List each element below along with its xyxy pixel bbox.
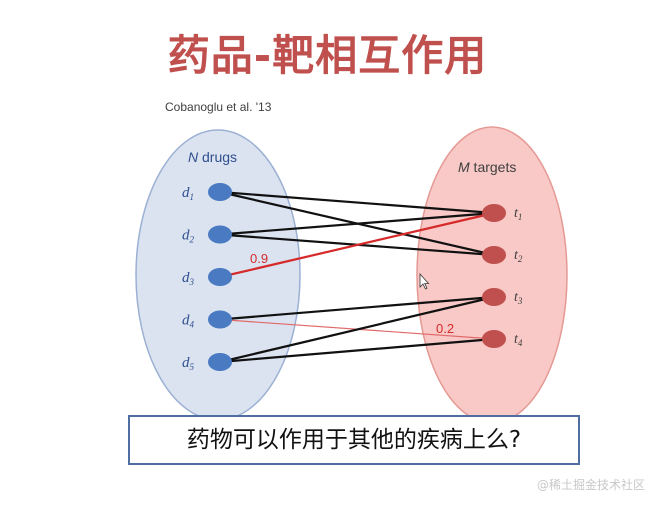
- drug-set-label: N drugs: [188, 149, 237, 165]
- target-node-t2: [482, 246, 506, 264]
- edge-d3-t1: [219, 211, 495, 279]
- target-node-label-t1: t1: [514, 206, 522, 222]
- drug-node-d1: [208, 183, 232, 201]
- mouse-cursor-icon: [419, 272, 430, 290]
- slide-title: 药品-靶相互作用: [167, 31, 488, 80]
- target-set-label-text: targets: [470, 159, 517, 175]
- nodes-layer: [208, 183, 506, 371]
- question-text: 药物可以作用于其他的疾病上么?: [186, 427, 522, 453]
- edge-labels-layer: 0.9 0.2: [250, 251, 454, 336]
- drug-set-label-var: N: [188, 149, 199, 165]
- target-node-label-t2: t2: [514, 248, 523, 264]
- drug-node-d5: [208, 353, 232, 371]
- target-node-t4: [482, 330, 506, 348]
- target-node-t1: [482, 204, 506, 222]
- target-node-t3: [482, 288, 506, 306]
- drug-node-d4: [208, 310, 232, 329]
- target-node-label-t4: t4: [514, 332, 523, 348]
- question-box: 药物可以作用于其他的疾病上么?: [128, 415, 580, 465]
- citation: Cobanoglu et al. '13: [165, 100, 272, 114]
- edge-d1-t1: [219, 190, 495, 215]
- edge-weight-label-d4-t4: 0.2: [436, 321, 454, 336]
- edge-d4-t3: [219, 295, 495, 321]
- edge-d5-t4: [219, 337, 495, 364]
- drug-node-d2: [208, 225, 232, 244]
- edge-d5-t3: [219, 295, 495, 364]
- drug-node-d3: [208, 268, 232, 286]
- watermark: @稀土掘金技术社区: [536, 478, 645, 492]
- edge-d2-t1: [219, 211, 495, 236]
- edges-layer: [219, 190, 495, 364]
- target-set-label-var: M: [458, 159, 470, 175]
- target-node-label-t3: t3: [514, 290, 523, 306]
- drug-set-label-text: drugs: [198, 149, 237, 165]
- edge-weight-label-d3-t1: 0.9: [250, 251, 268, 266]
- target-set-label: M targets: [458, 159, 516, 175]
